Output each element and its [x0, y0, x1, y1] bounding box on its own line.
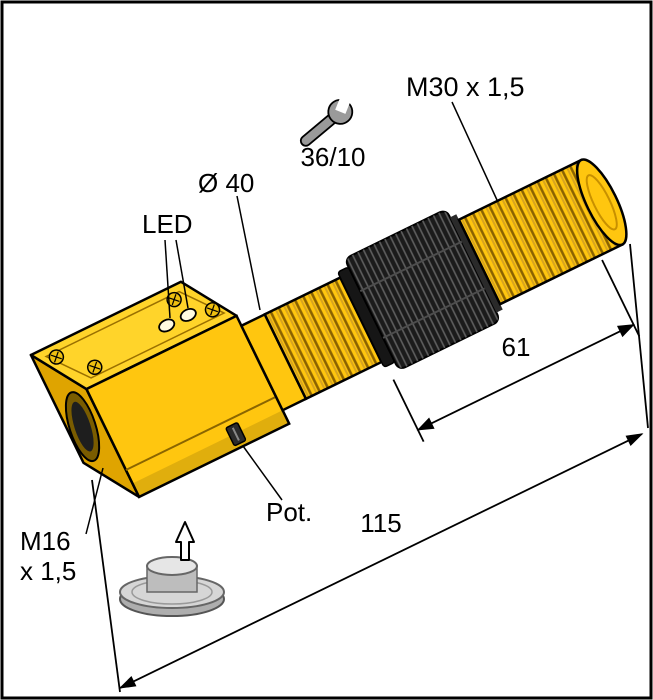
- hex-nut-facet-line: [382, 287, 486, 339]
- screw-icon: [166, 291, 182, 308]
- dimension-line-115: [119, 433, 643, 689]
- led-indicator: [158, 318, 176, 333]
- witness-line-61-left: [392, 379, 425, 442]
- dimension-61: [392, 259, 641, 442]
- screw-icon: [48, 349, 65, 365]
- leader-line-m16: [85, 467, 104, 535]
- label-m16-line2: x 1,5: [20, 556, 76, 586]
- label-diameter: Ø 40: [198, 168, 254, 198]
- housing-bottom-shade: [132, 410, 290, 497]
- label-m16-line1: M16: [20, 526, 71, 556]
- leader-line-thread-spec: [451, 101, 498, 201]
- wrench-icon: [299, 91, 354, 147]
- hex-nut-facet-line: [359, 240, 463, 293]
- label-thread-spec: M30 x 1,5: [406, 72, 525, 102]
- housing-front-seam: [125, 395, 277, 471]
- label-thread-length: 61: [502, 332, 531, 362]
- label-pot: Pot.: [266, 497, 312, 527]
- witness-line-115-right: [629, 243, 649, 429]
- sensor-body-group: [29, 158, 641, 499]
- arrowhead: [616, 324, 635, 338]
- leader-line-led-2: [175, 239, 189, 309]
- led-indicator: [179, 307, 197, 322]
- up-arrow-icon: [175, 521, 195, 561]
- plug-boss-top: [146, 556, 198, 576]
- leader-line-led-1: [164, 239, 171, 319]
- nut-rear-ring: [449, 214, 503, 313]
- arrowhead: [625, 433, 644, 446]
- witness-line-115-left: [91, 479, 121, 693]
- witness-line-61-right: [601, 259, 641, 337]
- sensor-tip-ring: [585, 174, 618, 231]
- screw-icon: [86, 359, 103, 375]
- label-wrench-size: 36/10: [300, 142, 365, 172]
- label-led: LED: [142, 209, 193, 239]
- housing-lid-seam: [44, 290, 226, 379]
- hex-nut-knurl: [346, 211, 499, 368]
- arrowhead: [416, 417, 435, 431]
- label-total-length: 115: [360, 508, 401, 538]
- pot-slot-groove: [231, 427, 240, 441]
- m16-blind-plug: [119, 556, 225, 617]
- housing-screws: [48, 291, 221, 375]
- screw-icon: [204, 302, 221, 318]
- dimension-line-61: [417, 323, 635, 431]
- arrowhead: [118, 676, 137, 689]
- leader-line-pot: [242, 445, 283, 501]
- sensor-tip-face: [575, 158, 628, 247]
- leader-line-diameter: [236, 195, 261, 311]
- led-indicators: [158, 307, 197, 333]
- m16-gland-hole-bore: [71, 401, 94, 452]
- dimension-115: [91, 243, 649, 693]
